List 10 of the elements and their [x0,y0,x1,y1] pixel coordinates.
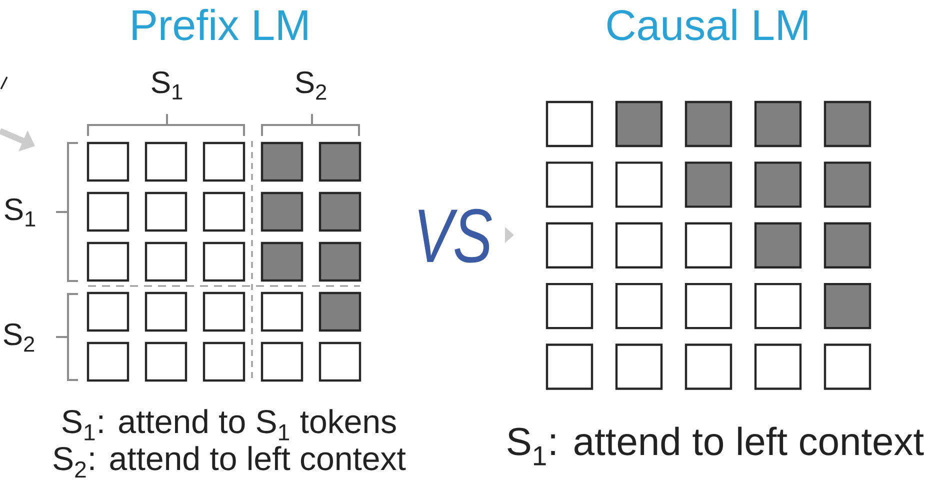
bracket-label: S$_{2}$ [296,71,326,100]
panel-title: Causal LM [607,8,808,40]
bracket-label: S$_{1}$ [4,198,36,226]
caption: S$_{1}$: attend to left context [508,426,924,466]
panel-title: Prefix LM [132,8,308,40]
caption: S$_{2}$: attend to left context [54,446,406,478]
bracket-label: S$_{2}$ [4,323,34,352]
caption: S$_{1}$: attend to S$_{1}$ tokens [62,409,396,440]
bracket-label: S$_{1}$ [152,71,182,100]
vs-text: VS [418,208,492,263]
